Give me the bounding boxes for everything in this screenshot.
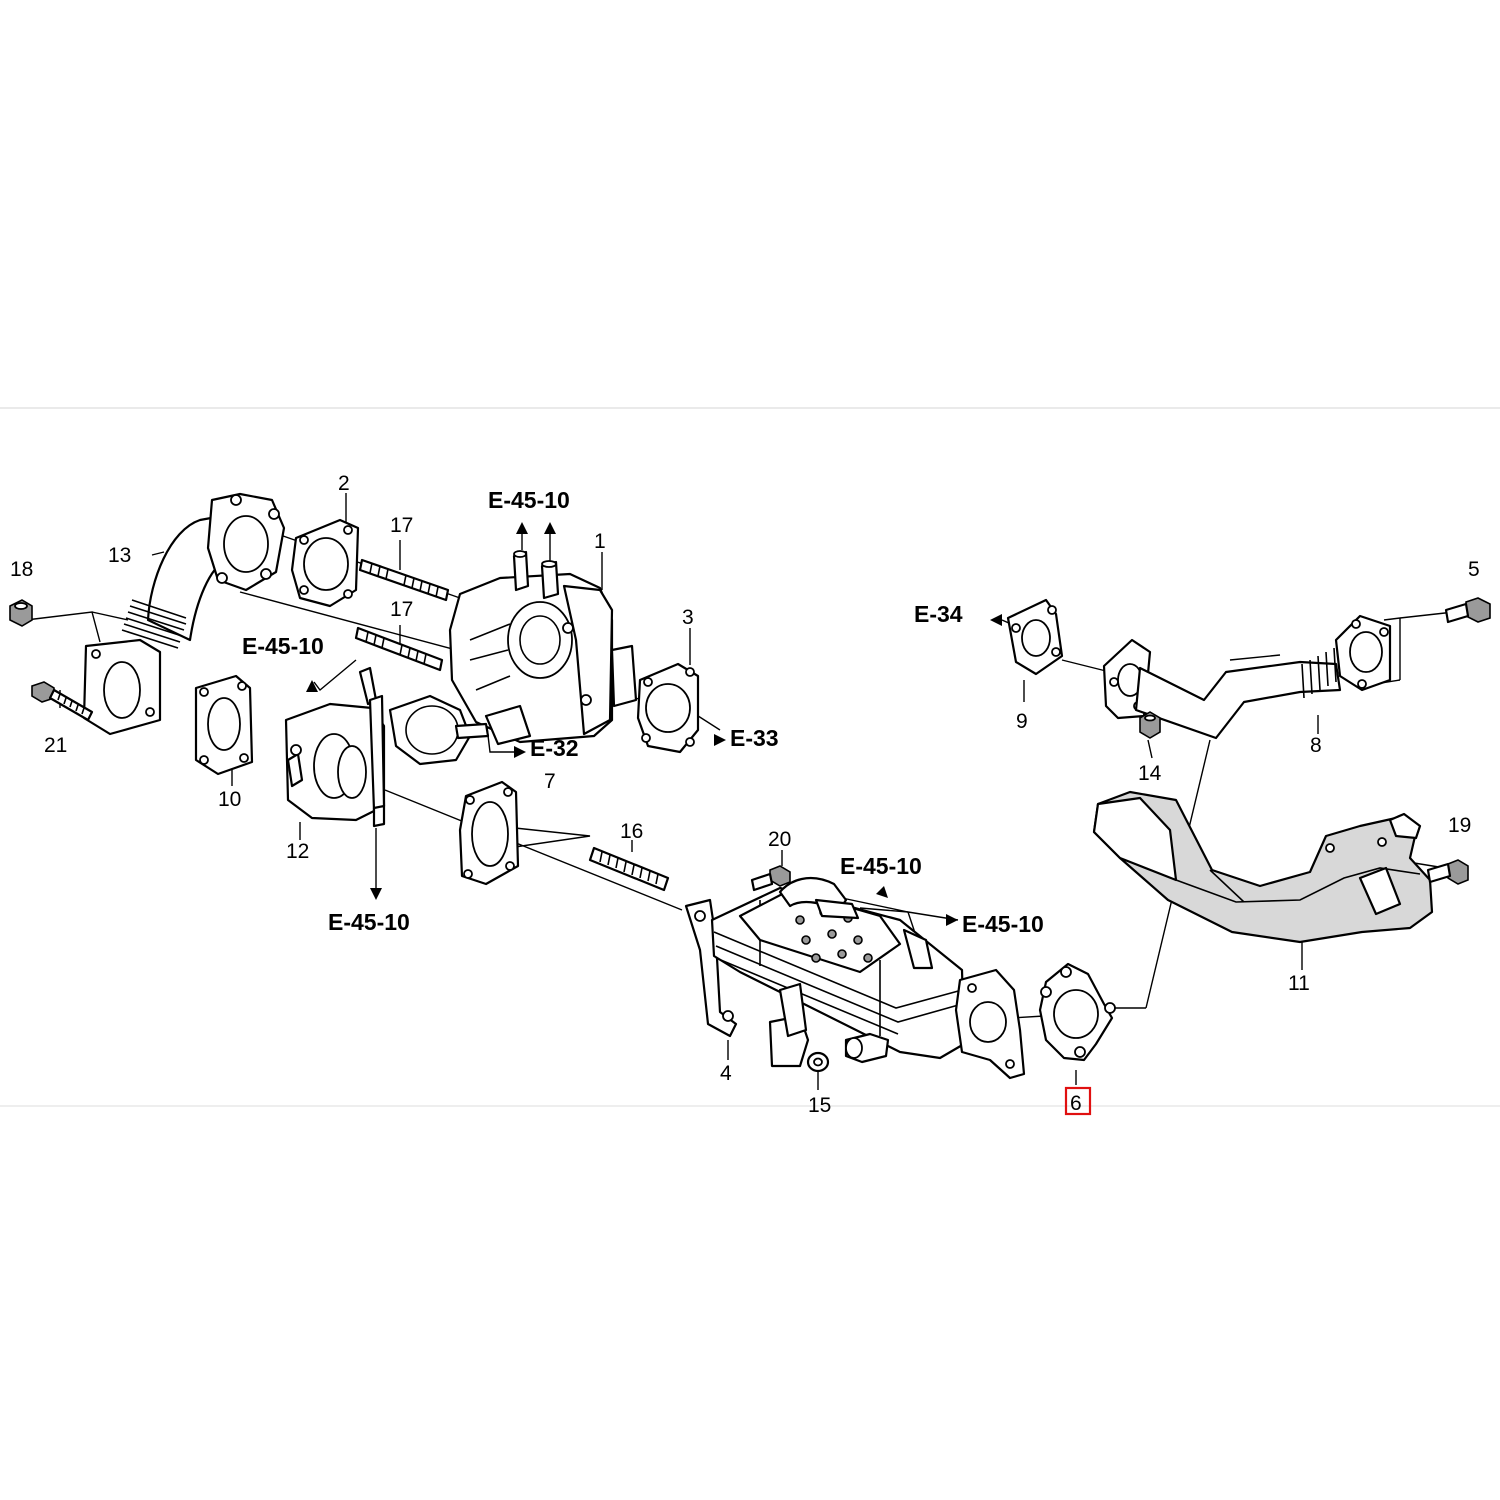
part-20-bolt — [750, 865, 791, 892]
scan-border — [0, 407, 1500, 1107]
label-part-12: 12 — [286, 840, 309, 863]
part-6-gasket — [1038, 962, 1116, 1062]
part-11-heat-shield — [1092, 790, 1434, 944]
part-2-gasket — [290, 518, 360, 608]
label-part-17-lower: 17 — [390, 598, 413, 621]
highlight-box-part-6 — [1064, 1086, 1092, 1116]
label-part-4: 4 — [720, 1062, 732, 1085]
pipe-bellows — [121, 599, 187, 649]
part-18-nut — [9, 599, 33, 627]
label-part-18: 18 — [10, 558, 33, 581]
ref-e45-10-cooler-top: E-45-10 — [840, 853, 922, 879]
ref-e45-10-top: E-45-10 — [488, 487, 570, 513]
part-19-bolt — [1426, 859, 1469, 885]
part-number-labels: 1 2 3 4 5 6 7 8 9 10 11 12 13 14 15 16 1… — [10, 472, 1480, 1117]
label-part-19: 19 — [1448, 814, 1471, 837]
label-part-20: 20 — [768, 828, 791, 851]
label-part-1: 1 — [594, 530, 606, 553]
ref-e34: E-34 — [914, 601, 963, 627]
label-part-16: 16 — [620, 820, 643, 843]
label-part-21: 21 — [44, 734, 67, 757]
part-10-gasket — [194, 674, 254, 776]
ref-e45-10-cooler-right: E-45-10 — [962, 911, 1044, 937]
label-part-14: 14 — [1138, 762, 1162, 785]
label-part-17-upper: 17 — [390, 514, 413, 537]
part-15-washer — [806, 1051, 830, 1073]
label-part-13: 13 — [108, 544, 131, 567]
label-part-2: 2 — [338, 472, 350, 495]
ref-e33: E-33 — [730, 725, 779, 751]
label-part-8: 8 — [1310, 734, 1322, 757]
ref-e32: E-32 — [530, 735, 579, 761]
label-part-11: 11 — [1288, 972, 1310, 995]
part-17-stud-upper — [358, 558, 450, 602]
part-5-bolt — [1444, 597, 1491, 624]
label-part-9: 9 — [1016, 710, 1028, 733]
part-17-stud-lower — [354, 626, 444, 672]
section-reference-labels: E-45-10 E-45-10 E-45-10 E-45-10 E-45-10 … — [242, 487, 1044, 937]
part-7-gasket — [458, 780, 520, 886]
part-14-nut — [1139, 711, 1161, 739]
part-16-stud — [588, 846, 670, 892]
pipe-bellows-right — [1301, 647, 1337, 699]
part-21-bolt — [31, 681, 94, 722]
part-1-egr-valve — [448, 550, 638, 746]
part-12-bypass-valve — [284, 666, 490, 828]
label-part-5: 5 — [1468, 558, 1480, 581]
ref-e45-10-bottom: E-45-10 — [328, 909, 410, 935]
part-9-gasket — [1006, 598, 1064, 676]
label-part-7: 7 — [544, 770, 556, 793]
label-part-3: 3 — [682, 606, 694, 629]
label-part-10: 10 — [218, 788, 241, 811]
label-part-15: 15 — [808, 1094, 831, 1117]
ref-e45-10-left: E-45-10 — [242, 633, 324, 659]
part-13-egr-pipe — [82, 492, 286, 736]
part-4-egr-cooler — [684, 876, 1026, 1080]
part-3-gasket — [636, 662, 700, 754]
label-part-6: 6 — [1070, 1092, 1082, 1115]
reference-arrows — [306, 522, 1021, 926]
